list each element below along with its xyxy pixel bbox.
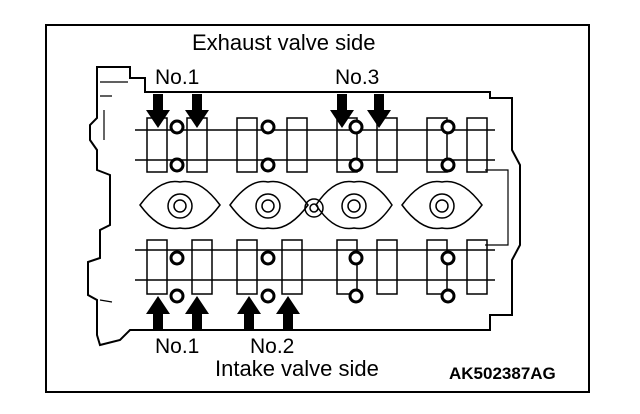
arrow-exhaust-no1-right [185,94,209,128]
arrow-intake-no2-right [276,296,300,330]
arrow-exhaust-no3-right [367,94,391,128]
intake-camshaft [135,239,495,295]
arrow-intake-no2-left [237,296,261,330]
intake-no1-label: No.1 [155,335,200,358]
spark-plug-bosses [139,180,483,230]
intake-no2-label: No.2 [250,335,295,358]
figure-frame [45,24,590,393]
arrow-intake-no1-left [146,296,170,330]
arrow-intake-no1-right [185,296,209,330]
exhaust-no1-label: No.1 [155,66,200,89]
exhaust-valve-side-label: Exhaust valve side [192,30,376,55]
arrow-exhaust-no3-left [330,94,354,128]
arrows-exhaust [146,94,391,128]
exhaust-no3-label: No.3 [335,66,380,89]
head-detail-right [485,169,509,246]
arrows-intake [146,296,300,330]
exhaust-camshaft [135,117,495,173]
intake-valve-side-label: Intake valve side [215,356,379,381]
arrow-exhaust-no1-left [146,94,170,128]
head-outline [87,66,521,347]
head-detail-left [99,81,128,303]
figure-code: AK502387AG [449,364,556,383]
cam-cap-bolts [169,119,456,304]
